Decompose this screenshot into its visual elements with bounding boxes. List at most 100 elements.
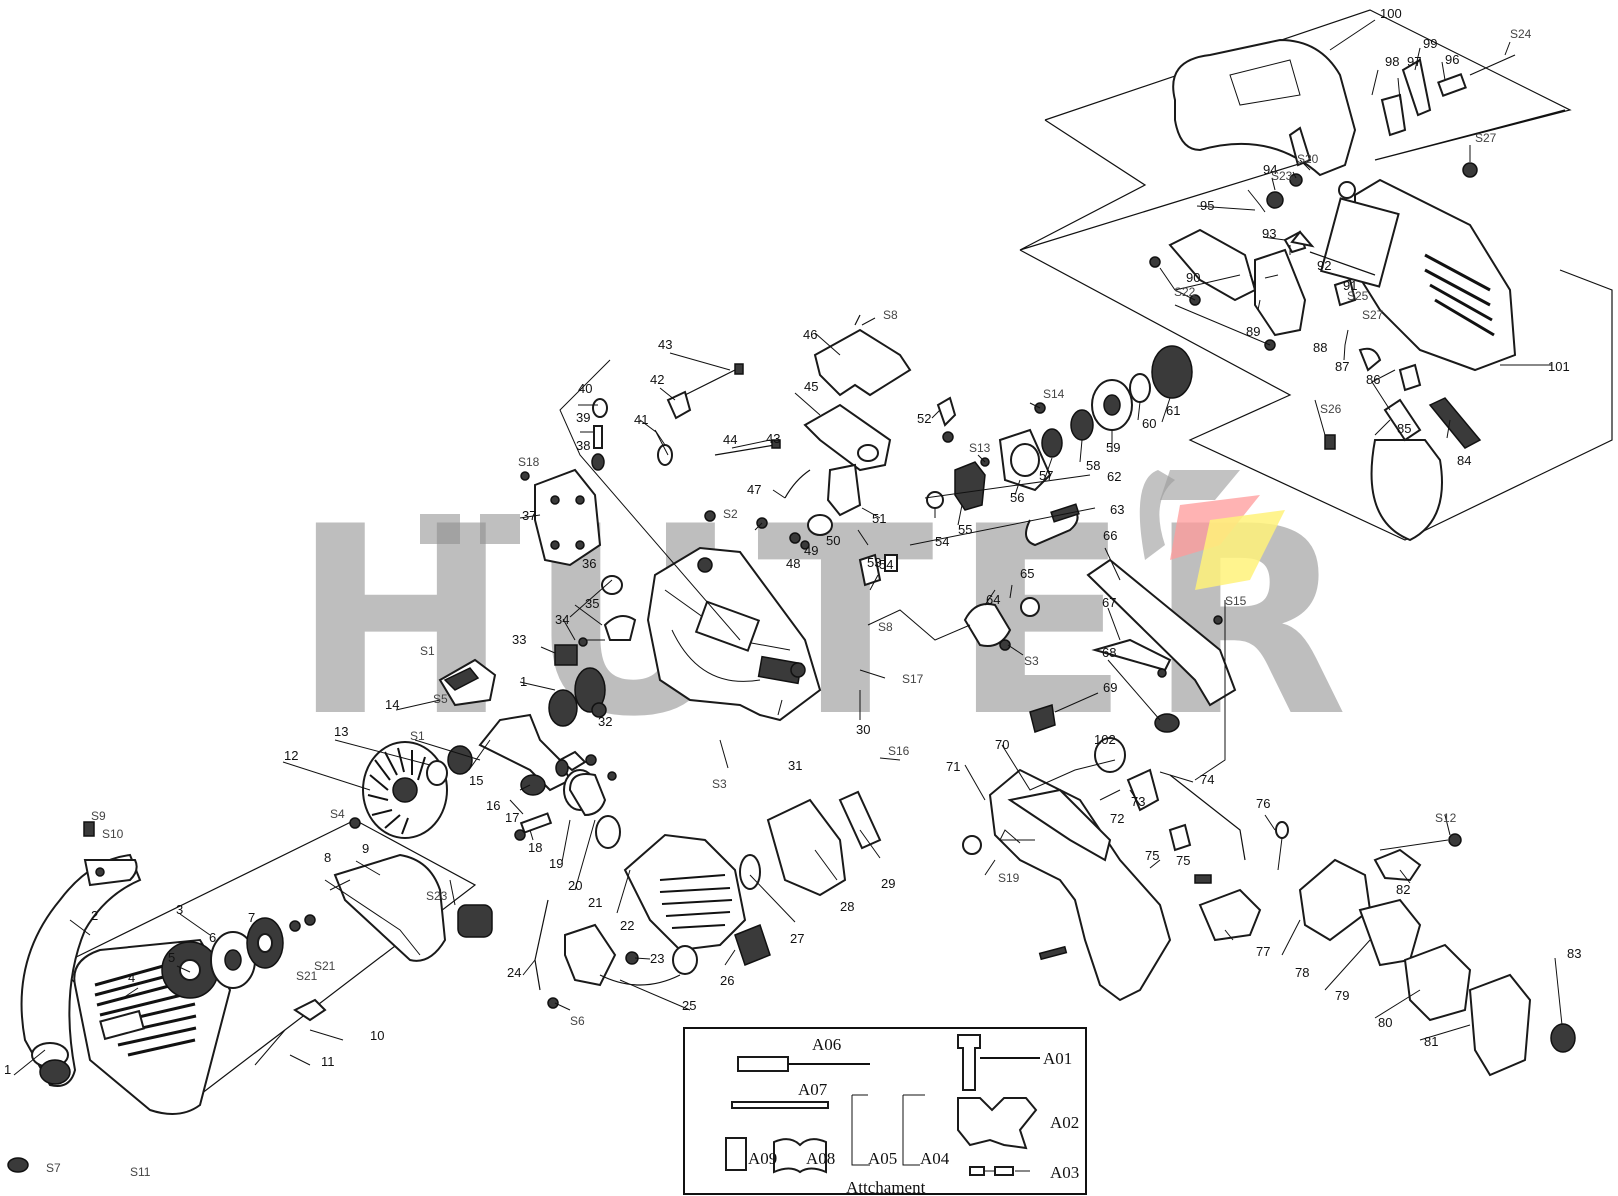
part-label-s25: S25 xyxy=(1347,289,1369,303)
attachment-label-a02: A02 xyxy=(1050,1113,1079,1132)
guide-bar xyxy=(1086,558,1237,707)
part-label-37: 37 xyxy=(522,508,536,523)
part-label-82: 82 xyxy=(1396,882,1410,897)
part-label-s21: S21 xyxy=(314,959,336,973)
part-label-s23: S23 xyxy=(426,889,448,903)
part-label-41: 41 xyxy=(634,412,648,427)
brand-watermark: HUTER xyxy=(292,470,1348,774)
part-label-97: 97 xyxy=(1407,54,1421,69)
part-label-s5: S5 xyxy=(433,692,448,706)
part-label-s3: S3 xyxy=(712,777,727,791)
part-label-39: 39 xyxy=(576,410,590,425)
part-label-49: 49 xyxy=(804,543,818,558)
part-label-7: 7 xyxy=(248,910,255,925)
part-label-81: 81 xyxy=(1424,1034,1438,1049)
flywheel-group xyxy=(349,741,473,839)
part-label-89: 89 xyxy=(1246,324,1260,339)
part-label-s7: S7 xyxy=(46,1161,61,1175)
part-label-11: 11 xyxy=(321,1054,335,1069)
part-label-s9: S9 xyxy=(91,809,106,823)
part-label-47: 47 xyxy=(747,482,761,497)
attachment-label-a03: A03 xyxy=(1050,1163,1079,1182)
part-label-95: 95 xyxy=(1200,198,1214,213)
chain-brake-group xyxy=(1149,38,1517,542)
ignition-group xyxy=(534,899,698,1009)
part-label-1: 1 xyxy=(520,674,527,689)
oil-bottle-icon xyxy=(725,1137,747,1171)
part-label-29: 29 xyxy=(881,876,895,891)
part-label-87: 87 xyxy=(1335,359,1349,374)
part-label-92: 92 xyxy=(1317,258,1331,273)
part-label-20: 20 xyxy=(568,878,582,893)
air-filter-group xyxy=(1298,833,1576,1077)
nut-icon xyxy=(7,1157,29,1173)
attachment-label-a08: A08 xyxy=(806,1149,835,1168)
part-label-s4: S4 xyxy=(330,807,345,821)
part-label-54: 54 xyxy=(879,557,893,572)
part-label-27: 27 xyxy=(790,931,804,946)
watermark-umlaut-right xyxy=(480,514,520,544)
part-label-s19: S19 xyxy=(998,871,1020,885)
rear-handle-group xyxy=(962,737,1289,1002)
part-label-66: 66 xyxy=(1103,528,1117,543)
part-label-64: 64 xyxy=(986,592,1000,607)
part-label-42: 42 xyxy=(650,372,664,387)
part-label-s20: S20 xyxy=(1297,152,1319,166)
part-label-33: 33 xyxy=(512,632,526,647)
part-label-96: 96 xyxy=(1445,52,1459,67)
part-label-51: 51 xyxy=(872,511,886,526)
part-label-s8: S8 xyxy=(883,308,898,322)
part-label-74: 74 xyxy=(1200,772,1214,787)
attachment-label-a09: A09 xyxy=(748,1149,777,1168)
part-label-s15: S15 xyxy=(1225,594,1247,608)
part-label-23: 23 xyxy=(650,951,664,966)
part-label-101: 101 xyxy=(1548,359,1570,374)
part-label-s10: S10 xyxy=(102,827,124,841)
part-label-90: 90 xyxy=(1186,270,1200,285)
part-label-72: 72 xyxy=(1110,811,1124,826)
part-label-s27: S27 xyxy=(1362,308,1384,322)
part-label-s14: S14 xyxy=(1043,387,1065,401)
oil-pump-group xyxy=(554,575,637,718)
part-label-86: 86 xyxy=(1366,372,1380,387)
part-label-73: 73 xyxy=(1131,794,1145,809)
attachment-label-a01: A01 xyxy=(1043,1049,1072,1068)
leader-lines xyxy=(13,19,1563,1076)
part-label-38: 38 xyxy=(576,438,590,453)
part-label-76: 76 xyxy=(1256,796,1270,811)
part-label-75: 75 xyxy=(1176,853,1190,868)
part-label-s24: S24 xyxy=(1510,27,1532,41)
part-label-50: 50 xyxy=(826,533,840,548)
fan-cover-group xyxy=(324,853,493,962)
part-label-77: 77 xyxy=(1256,944,1270,959)
part-label-58: 58 xyxy=(1086,458,1100,473)
part-label-100: 100 xyxy=(1380,6,1402,21)
part-label-9: 9 xyxy=(362,841,369,856)
part-label-80: 80 xyxy=(1378,1015,1392,1030)
brand-logo-icon xyxy=(1139,470,1285,590)
part-label-59: 59 xyxy=(1106,440,1120,455)
part-label-43: 43 xyxy=(658,337,672,352)
part-label-s16: S16 xyxy=(888,744,910,758)
part-label-35: 35 xyxy=(585,596,599,611)
part-label-s8: S8 xyxy=(878,620,893,634)
part-label-32: 32 xyxy=(598,714,612,729)
part-label-s13: S13 xyxy=(969,441,991,455)
part-label-34: 34 xyxy=(555,612,569,627)
part-label-94: 94 xyxy=(1263,162,1277,177)
part-label-63: 63 xyxy=(1110,502,1124,517)
part-label-84: 84 xyxy=(1457,453,1471,468)
part-label-10: 10 xyxy=(370,1028,384,1043)
part-label-70: 70 xyxy=(995,737,1009,752)
part-label-40: 40 xyxy=(578,381,592,396)
part-label-46: 46 xyxy=(803,327,817,342)
part-label-s18: S18 xyxy=(518,455,540,469)
part-label-s1: S1 xyxy=(410,729,425,743)
part-label-13: 13 xyxy=(334,724,348,739)
part-label-24: 24 xyxy=(507,965,521,980)
part-label-31: 31 xyxy=(788,758,802,773)
part-label-2: 2 xyxy=(91,908,98,923)
part-label-s2: S2 xyxy=(723,507,738,521)
cylinder-group xyxy=(623,790,882,966)
